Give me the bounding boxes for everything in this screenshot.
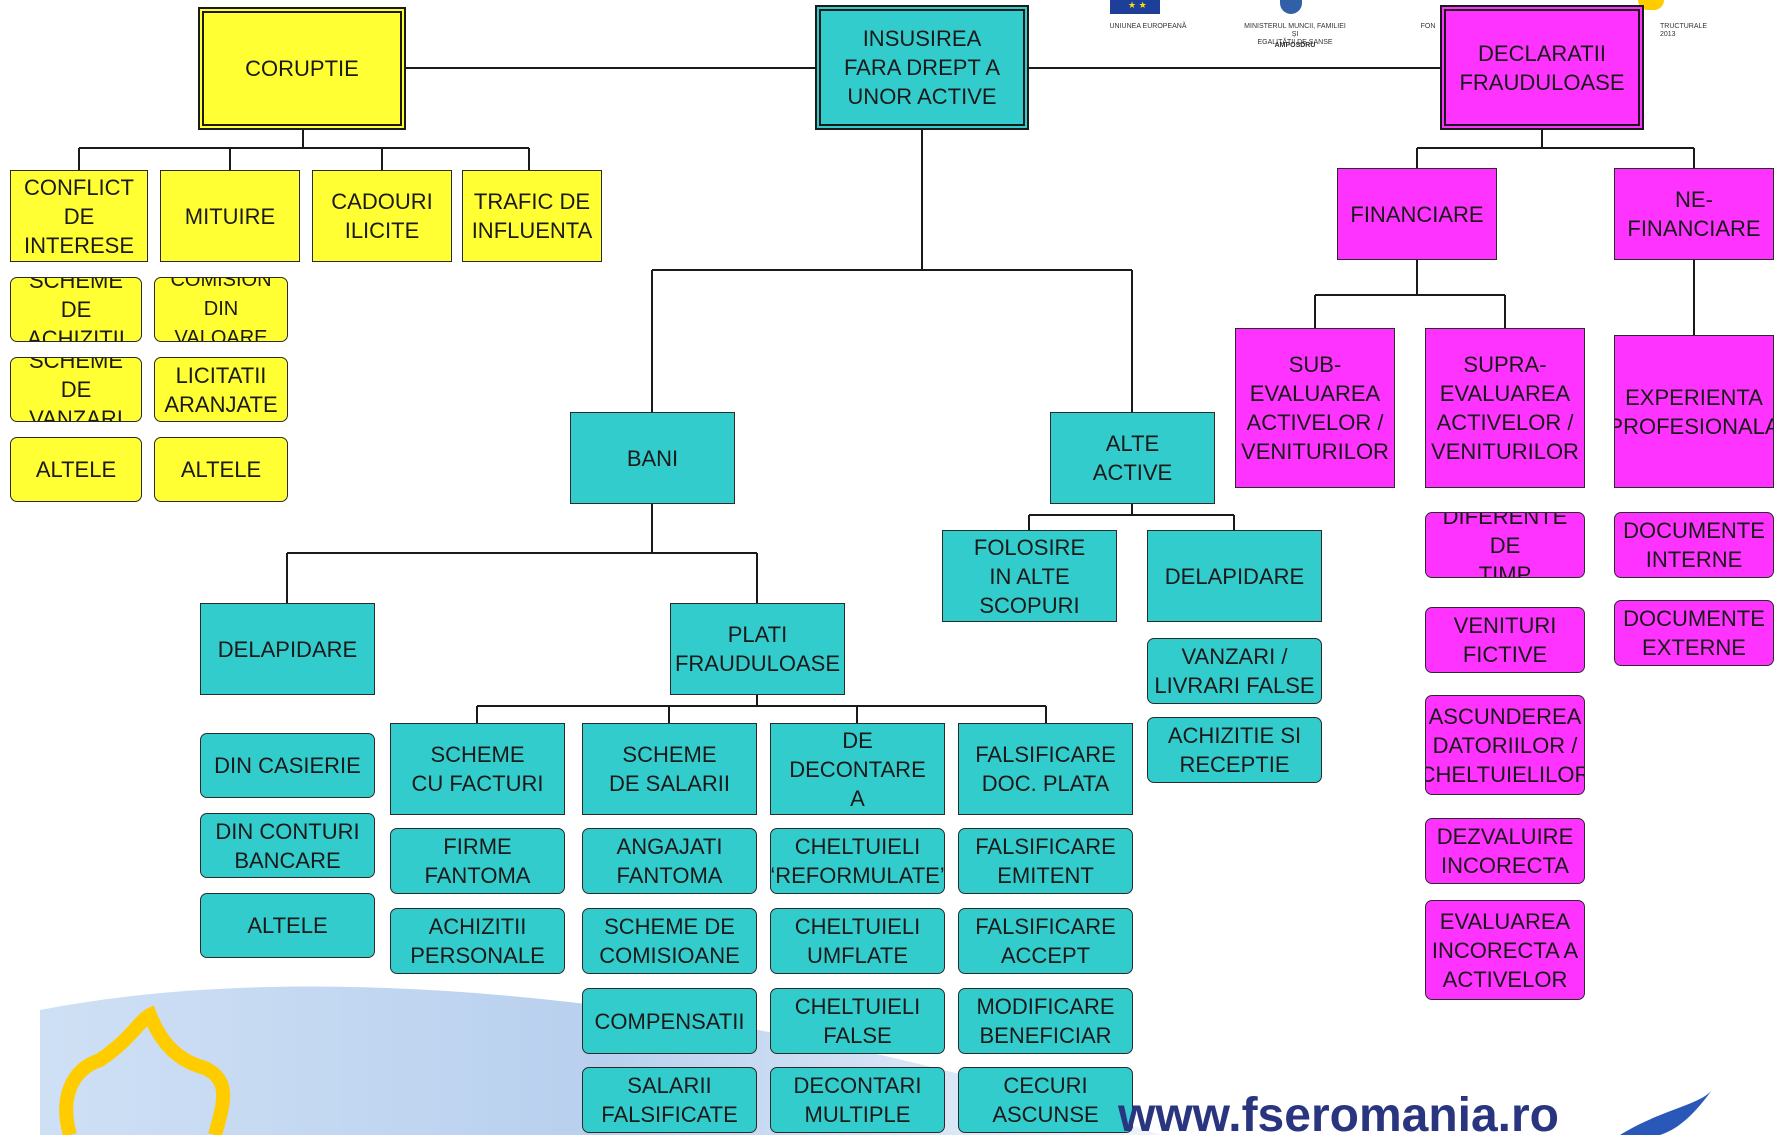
influence-trading-node: TRAFIC DE INFLUENTA: [462, 170, 602, 262]
financial-node: FINANCIARE: [1337, 168, 1497, 260]
invoice-scheme-item: ACHIZITII PERSONALE: [390, 908, 565, 974]
expense-scheme-item: CHELTUIELI FALSE: [770, 988, 945, 1054]
embezzlement-item: ALTELE: [200, 893, 375, 958]
invoice-scheme-item: FIRME FANTOMA: [390, 828, 565, 894]
professional-experience-node: EXPERIENTA PROFESIONALA: [1614, 335, 1774, 488]
other-embezzlement-node: DELAPIDARE: [1147, 530, 1322, 622]
payroll-schemes-node: SCHEME DE SALARII: [582, 723, 757, 815]
expense-scheme-item: DECONTARI MULTIPLE: [770, 1067, 945, 1133]
payment-forgery-item: CECURI ASCUNSE: [958, 1067, 1133, 1133]
bribery-item: ALTELE: [154, 437, 288, 502]
non-financial-node: NE- FINANCIARE: [1614, 168, 1774, 260]
payment-forgery-item: FALSIFICARE ACCEPT: [958, 908, 1133, 974]
conflict-item: SCHEME DE VANZARI: [10, 357, 142, 422]
corruption-node: CORUPTIE: [198, 7, 406, 130]
payroll-scheme-item: SALARII FALSIFICATE: [582, 1067, 757, 1133]
bribery-item: LICITATII ARANJATE: [154, 357, 288, 422]
eu-flag-logo: ★ ★: [1110, 0, 1160, 14]
embezzlement-node: DELAPIDARE: [200, 603, 375, 695]
expense-scheme-item: CHELTUIELI UMFLATE: [770, 908, 945, 974]
eu-caption: UNIUNEA EUROPEANĂ: [1109, 23, 1187, 30]
overvaluation-item: EVALUAREA INCORECTA A ACTIVELOR: [1425, 900, 1585, 1000]
root-node: INSUSIREA FARA DREPT A UNOR ACTIVE: [815, 5, 1029, 130]
ministry-crest-logo: [1280, 0, 1302, 14]
conflict-of-interest-node: CONFLICT DE INTERESE: [10, 170, 148, 262]
other-assets-node: ALTE ACTIVE: [1050, 412, 1215, 504]
payment-doc-forgery-node: FALSIFICARE DOC. PLATA: [958, 723, 1133, 815]
ministry-sub-caption: AMPOSDRU: [1274, 42, 1316, 49]
bribery-item: COMISION DIN VALOARE: [154, 277, 288, 342]
money-node: BANI: [570, 412, 735, 504]
experience-item: DOCUMENTE INTERNE: [1614, 512, 1774, 578]
overvaluation-item: VENITURI FICTIVE: [1425, 607, 1585, 673]
structural-funds-logo: [1638, 0, 1664, 10]
fse-caption-partial: FON: [1420, 23, 1436, 30]
structural-caption: TRUCTURALE 2013: [1660, 23, 1708, 38]
blue-arc: [1620, 1090, 1712, 1135]
embezzlement-item: DIN CASIERIE: [200, 733, 375, 798]
ministry-caption: MINISTERUL MUNCII, FAMILIEI ȘI EGALITĂȚI…: [1244, 23, 1346, 46]
payroll-scheme-item: ANGAJATI FANTOMA: [582, 828, 757, 894]
overvaluation-node: SUPRA- EVALUAREA ACTIVELOR / VENITURILOR: [1425, 328, 1585, 488]
conflict-item: SCHEME DE ACHIZITII: [10, 277, 142, 342]
expense-scheme-item: CHELTUIELI ‘REFORMULATE’: [770, 828, 945, 894]
expense-schemes-node: SCHEME DE DECONTARE A CHELTUIELILOR: [770, 723, 945, 815]
star-icon: [59, 1005, 231, 1135]
invoice-schemes-node: SCHEME CU FACTURI: [390, 723, 565, 815]
fraudulent-payments-node: PLATI FRAUDULOASE: [670, 603, 845, 695]
embezzlement-item: DIN CONTURI BANCARE: [200, 813, 375, 878]
overvaluation-item: DIFERENTE DE TIMP: [1425, 512, 1585, 578]
undervaluation-node: SUB- EVALUAREA ACTIVELOR / VENITURILOR: [1235, 328, 1395, 488]
experience-item: DOCUMENTE EXTERNE: [1614, 600, 1774, 666]
other-embezzlement-item: ACHIZITIE SI RECEPTIE: [1147, 717, 1322, 783]
illegal-gifts-node: CADOURI ILICITE: [312, 170, 452, 262]
payment-forgery-item: FALSIFICARE EMITENT: [958, 828, 1133, 894]
other-use-node: FOLOSIRE IN ALTE SCOPURI: [942, 530, 1117, 622]
payroll-scheme-item: COMPENSATII: [582, 988, 757, 1054]
payroll-scheme-item: SCHEME DE COMISIOANE: [582, 908, 757, 974]
fraudulent-statements-node: DECLARATII FRAUDULOASE: [1440, 5, 1644, 130]
bribery-node: MITUIRE: [160, 170, 300, 262]
conflict-item: ALTELE: [10, 437, 142, 502]
other-embezzlement-item: VANZARI / LIVRARI FALSE: [1147, 638, 1322, 704]
payment-forgery-item: MODIFICARE BENEFICIAR: [958, 988, 1133, 1054]
overvaluation-item: DEZVALUIRE INCORECTA: [1425, 818, 1585, 884]
overvaluation-item: ASCUNDEREA DATORIILOR / CHELTUIELILOR: [1425, 695, 1585, 795]
footer-url: www.fseromania.ro: [1118, 1089, 1559, 1142]
